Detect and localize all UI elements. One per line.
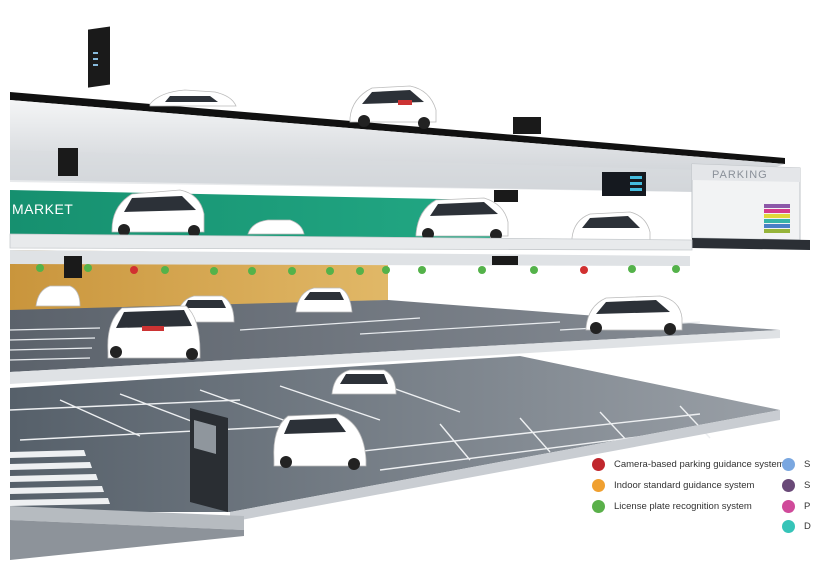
legend-label: Camera-based parking guidance system xyxy=(614,459,785,470)
blue-dot-icon xyxy=(782,458,795,471)
roof-deck xyxy=(10,92,785,192)
parking-sign-label: PARKING xyxy=(712,169,768,181)
lower-base-shadow xyxy=(10,520,244,560)
green-dot-icon xyxy=(592,500,605,513)
legend-label: P xyxy=(804,501,811,512)
legend-item-indoor-guidance: Indoor standard guidance system xyxy=(592,479,754,492)
legend-label: S xyxy=(804,480,811,491)
market-car-4 xyxy=(571,211,651,241)
purple-dot-icon xyxy=(782,479,795,492)
legend-item-5: S xyxy=(782,479,820,492)
crosswalk xyxy=(10,450,110,506)
market-car-2 xyxy=(247,219,305,235)
market-sign-label: MARKET xyxy=(12,201,73,217)
lower-base xyxy=(10,506,244,530)
legend-label: D xyxy=(804,521,811,532)
roof-display-right xyxy=(513,117,541,134)
middle-car-1 xyxy=(35,285,81,307)
market-car-3 xyxy=(415,197,509,241)
pillar-sign xyxy=(64,256,82,278)
pay-kiosk xyxy=(190,408,228,512)
pink-dot-icon xyxy=(782,500,795,513)
teal-dot-icon xyxy=(782,520,795,533)
middle-car-5 xyxy=(585,295,683,335)
lower-slab-edge xyxy=(230,410,780,522)
middle-car-3 xyxy=(295,287,353,313)
lower-car-2 xyxy=(273,413,367,470)
ceiling-display-left xyxy=(58,148,78,176)
legend-label: License plate recognition system xyxy=(614,501,752,512)
market-car-1 xyxy=(111,189,205,237)
legend-item-7: D xyxy=(782,520,820,533)
market-slab xyxy=(9,233,693,251)
level-display-center xyxy=(494,190,518,202)
legend-item-4: S xyxy=(782,458,820,471)
roof-car-left xyxy=(149,89,237,107)
ceiling-display-mid xyxy=(492,256,518,265)
middle-car-4 xyxy=(107,305,201,360)
legend-label: S xyxy=(804,459,811,470)
middle-ceiling-beam xyxy=(10,250,690,266)
legend-item-6: P xyxy=(782,500,820,513)
middle-slab-edge xyxy=(10,330,780,384)
legend-item-camera-guidance: Camera-based parking guidance system xyxy=(592,458,785,471)
parking-entrance: PARKING xyxy=(691,163,810,250)
legend-item-license-plate: License plate recognition system xyxy=(592,500,752,513)
roof-sign-tower xyxy=(88,26,110,88)
orange-dot-icon xyxy=(592,479,605,492)
roof-car-right xyxy=(349,85,437,129)
orange-wall xyxy=(10,250,388,312)
legend-label: Indoor standard guidance system xyxy=(614,480,755,491)
lower-car-1 xyxy=(331,369,397,395)
red-dot-icon xyxy=(592,458,605,471)
guidance-lamps xyxy=(36,264,680,275)
